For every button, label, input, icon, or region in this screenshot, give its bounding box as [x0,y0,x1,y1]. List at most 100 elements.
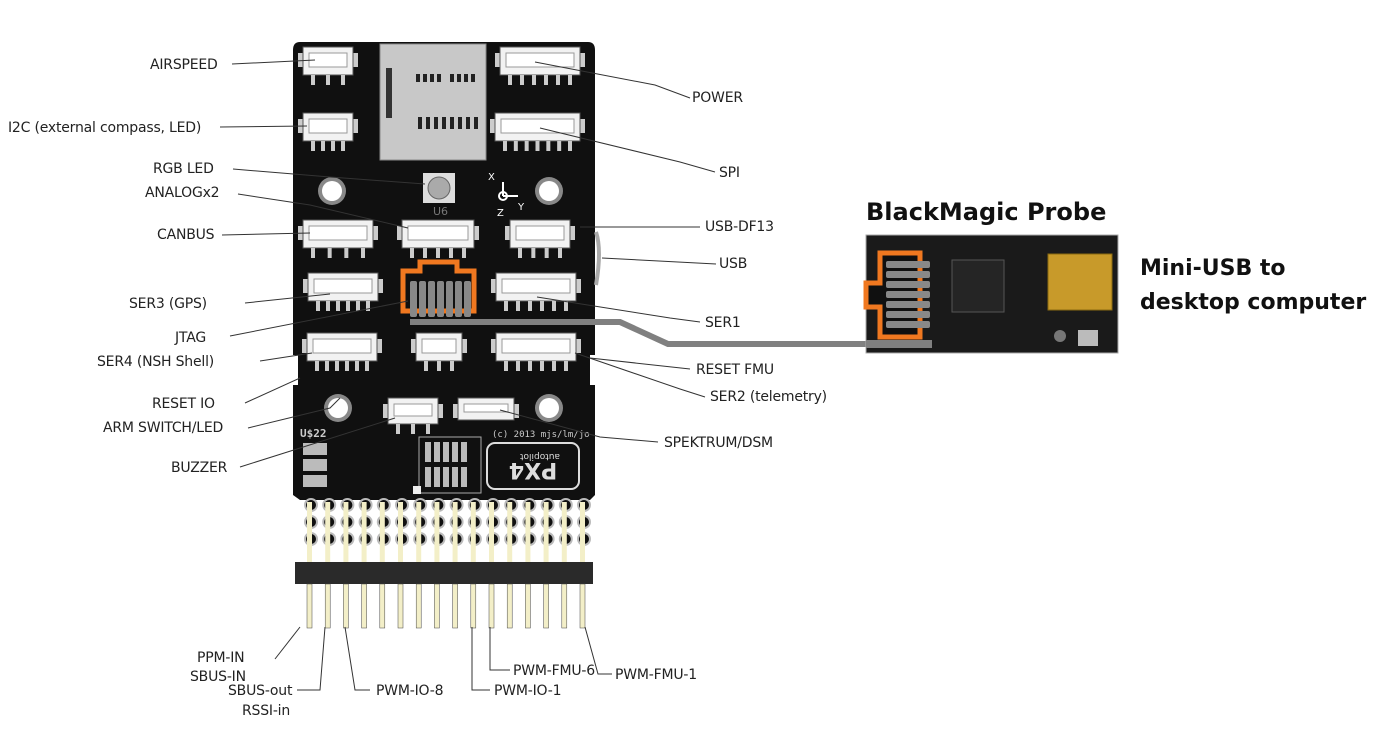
label-reset-fmu: RESET FMU [696,362,774,378]
connector-latch [397,226,403,240]
connector-leg [311,248,315,258]
jtag-finger [419,281,426,317]
connector-leg [344,248,349,258]
rgb-led-chip [423,173,455,203]
axis-y-label: Y [517,202,525,213]
connector-leg [568,75,572,85]
connector-leg [504,361,508,371]
leader-line [601,257,717,265]
connector [490,112,585,151]
label-pwm-io-1: PWM-IO-1 [494,683,562,699]
label-pwm-fmu-6: PWM-FMU-6 [513,663,595,679]
header-pin [507,502,513,562]
connector [495,46,585,85]
header-pin-leg [579,583,586,629]
leader-line [499,409,659,443]
mounting-holes [318,177,563,422]
connector-leg [321,141,325,151]
connector-leg [524,141,529,151]
connector-latch [411,339,417,353]
probe-finger [886,321,930,328]
connector [383,397,443,434]
connector-leg [552,361,556,371]
label-ser4: SER4 (NSH Shell) [97,354,215,370]
pad [303,459,327,471]
svg-text:PX4: PX4 [509,457,557,482]
connector-leg [449,248,453,258]
connector-leg [556,75,560,85]
connector-latch [473,226,479,240]
header-pin [452,502,458,562]
connector-latch [461,339,467,353]
connector-leg [361,248,365,258]
header-pin-leg [306,583,313,629]
connector-leg [516,361,520,371]
leader-line [584,626,612,675]
connector-latch [376,339,382,353]
connector-leg [557,141,562,151]
header-housing [295,562,593,584]
pad [303,475,327,487]
jtag-connector-highlight [400,259,477,317]
connector-leg [436,248,440,258]
leader-line [574,352,706,398]
connector-leg [504,301,508,311]
header-pin [416,502,422,562]
label-ser1: SER1 [705,315,741,331]
label-ser3: SER3 (GPS) [129,296,207,312]
connector-latch [453,404,459,418]
connector-leg [341,75,345,85]
connector-leg [508,75,512,85]
connector-leg [411,424,415,434]
connector-leg [311,75,315,85]
connector-latch [437,404,443,418]
jtag-cable [410,319,870,347]
connector-leg [544,248,549,258]
connector-socket [393,403,433,417]
connector [505,219,575,258]
connector-leg [531,248,536,258]
connector-leg [518,248,522,258]
header-pin-leg [361,583,367,629]
sd-card-slot [379,43,487,161]
connector-leg [450,361,454,371]
leader-line [231,59,316,65]
label-analog: ANALOGx2 [145,185,220,201]
label-usb-df13: USB-DF13 [705,219,774,235]
connector-leg [437,361,441,371]
header-pin [525,502,531,562]
connector-latch [352,119,358,133]
label-rgb-led: RGB LED [153,161,214,177]
connector-leg [544,75,548,85]
leader-line [229,300,409,337]
connector-latch [491,279,497,293]
copyright-text: (c) 2013 mjs/lm/jo [492,430,590,440]
label-airspeed: AIRSPEED [150,57,218,73]
connector [298,112,358,151]
label-pwm-io-8: PWM-IO-8 [376,683,444,699]
connector-latch [513,404,519,418]
header-pin-leg [343,583,349,629]
connector-leg [423,248,427,258]
header-pin-leg [379,583,386,629]
header-pin-leg [452,583,458,629]
connector-latch [579,119,585,133]
sensor-block [413,436,482,494]
label-power: POWER [692,90,743,106]
svg-text:autopilot: autopilot [520,451,560,461]
label-reset-io: RESET IO [152,396,215,412]
axis-z-label: Z [497,208,504,219]
connector [491,272,581,311]
header-pin [434,502,440,562]
connector-latch [352,53,358,67]
connector-leg [564,301,568,311]
connectors [298,46,585,434]
connector-leg [528,301,532,311]
leader-line [221,232,311,236]
leader-line [489,627,510,671]
jtag-finger [455,281,462,317]
connector-latch [575,339,581,353]
label-sbus-out: SBUS-out [228,683,293,699]
leader-line [589,357,691,370]
probe-finger [886,281,930,288]
